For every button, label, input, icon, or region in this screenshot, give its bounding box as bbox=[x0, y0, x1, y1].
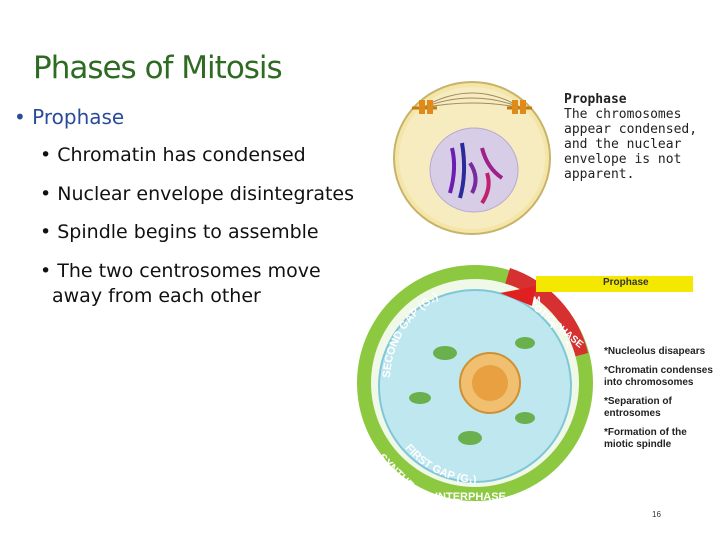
label-m: M bbox=[533, 295, 541, 305]
centrosome-right-icon bbox=[507, 100, 532, 114]
label-interphase: INTERPHASE bbox=[435, 491, 506, 503]
slide-title: Phases of Mitosis bbox=[33, 50, 283, 86]
label-t: T bbox=[565, 340, 571, 350]
sub-bullet-spindle: • Spindle begins to assemble bbox=[40, 221, 319, 244]
note-nucleolus: *Nucleolus disapears bbox=[604, 346, 706, 357]
bullet-prophase: • Prophase bbox=[14, 105, 125, 129]
caption-text: The chromosomes appear condensed, and th… bbox=[564, 107, 698, 182]
cell-cycle-diagram: SECOND GAP (G₂) FIRST GAP (G₁) SYNTHESIS… bbox=[357, 265, 593, 504]
sub-bullet-chromatin: • Chromatin has condensed bbox=[40, 144, 306, 166]
banner-label: Prophase bbox=[603, 277, 649, 288]
prophase-cell-illustration bbox=[393, 81, 551, 235]
note-spindle: *Formation of the miotic spindle bbox=[604, 427, 687, 450]
prophase-pointer-icon bbox=[500, 286, 536, 306]
sub-bullet-envelope: • Nuclear envelope disintegrates bbox=[40, 182, 355, 205]
caption-title: Prophase bbox=[564, 92, 627, 107]
centrosome-left-icon bbox=[412, 100, 437, 114]
figure-caption: Prophase The chromosomes appear condense… bbox=[564, 92, 714, 182]
sub-bullet-centrosomes: • The two centrosomes move away from eac… bbox=[40, 260, 321, 307]
prophase-banner: Prophase bbox=[536, 276, 693, 292]
prophase-notes: *Nucleolus disapears *Chromatin condense… bbox=[604, 346, 716, 458]
note-separation: *Separation of entrosomes bbox=[604, 396, 672, 419]
page-number: 16 bbox=[652, 510, 661, 519]
label-a: A bbox=[550, 320, 557, 330]
bullet-list: • Prophase • Chromatin has condensed • N… bbox=[14, 105, 364, 322]
note-chromatin: *Chromatin condenses into chromosomes bbox=[604, 365, 713, 388]
